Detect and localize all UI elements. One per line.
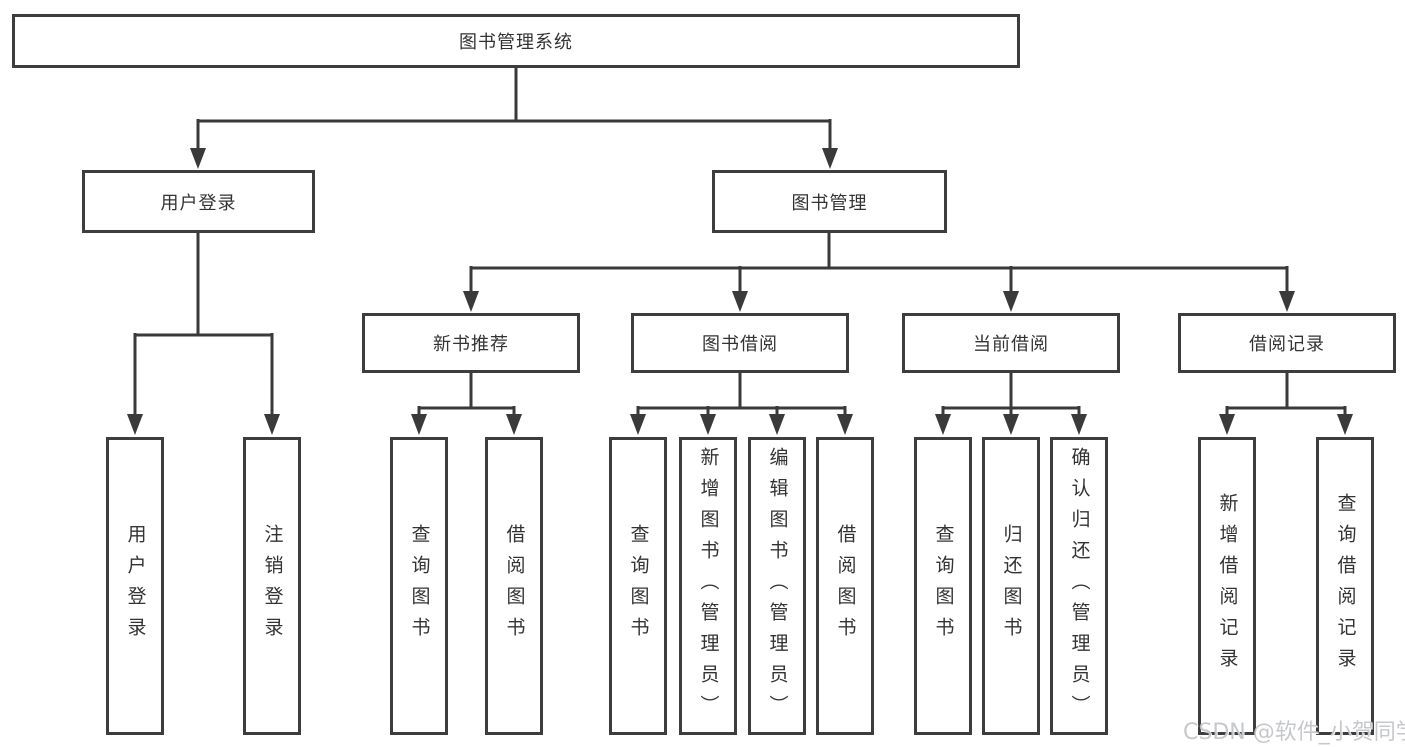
leaf-borrow-query-book-label: 查询图书 xyxy=(627,524,650,648)
leaf-recommend-query-book-label: 查询图书 xyxy=(408,524,431,648)
leaf-recommend-borrow-book: 借阅图书 xyxy=(485,437,543,735)
node-user-login-label: 用户登录 xyxy=(160,192,237,214)
node-current-borrow-label: 当前借阅 xyxy=(973,334,1049,355)
leaf-records-query-record-label: 查询借阅记录 xyxy=(1334,493,1357,679)
leaf-recommend-borrow-book-label: 借阅图书 xyxy=(503,524,526,648)
leaf-borrow-edit-book-label: 编辑图书（管理员） xyxy=(766,446,789,726)
node-user-login: 用户登录 xyxy=(82,170,315,233)
leaf-borrow-borrow-book: 借阅图书 xyxy=(816,437,874,735)
leaf-borrow-edit-book: 编辑图书（管理员） xyxy=(748,437,806,735)
leaf-logout: 注销登录 xyxy=(243,437,301,735)
node-book-management-label: 图书管理 xyxy=(791,192,868,214)
leaf-current-query-book-label: 查询图书 xyxy=(932,524,955,648)
node-new-book-recommend-label: 新书推荐 xyxy=(433,334,509,355)
node-borrow-records-label: 借阅记录 xyxy=(1249,334,1325,355)
leaf-borrow-add-book: 新增图书（管理员） xyxy=(679,437,737,735)
leaf-logout-label: 注销登录 xyxy=(261,524,284,648)
leaf-user-login: 用户登录 xyxy=(106,437,164,735)
node-new-book-recommend: 新书推荐 xyxy=(362,313,580,373)
leaf-current-return-book: 归还图书 xyxy=(982,437,1040,735)
node-book-borrow-label: 图书借阅 xyxy=(702,334,778,355)
node-current-borrow: 当前借阅 xyxy=(902,313,1120,373)
leaf-records-add-record-label: 新增借阅记录 xyxy=(1216,493,1239,679)
leaf-borrow-query-book: 查询图书 xyxy=(609,437,667,735)
csdn-watermark: CSDN @软件_小贺同学 xyxy=(1183,720,1405,745)
leaf-records-add-record: 新增借阅记录 xyxy=(1198,437,1256,735)
leaf-current-query-book: 查询图书 xyxy=(914,437,972,735)
leaf-records-query-record: 查询借阅记录 xyxy=(1316,437,1374,735)
node-book-borrow: 图书借阅 xyxy=(631,313,849,373)
leaf-current-confirm-return-label: 确认归还（管理员） xyxy=(1068,446,1091,726)
leaf-recommend-query-book: 查询图书 xyxy=(390,437,448,735)
node-borrow-records: 借阅记录 xyxy=(1178,313,1396,373)
node-book-management: 图书管理 xyxy=(712,170,947,233)
leaf-current-confirm-return: 确认归还（管理员） xyxy=(1050,437,1108,735)
leaf-borrow-add-book-label: 新增图书（管理员） xyxy=(697,446,720,726)
node-root-label: 图书管理系统 xyxy=(459,32,573,53)
leaf-current-return-book-label: 归还图书 xyxy=(1000,524,1023,648)
leaf-borrow-borrow-book-label: 借阅图书 xyxy=(834,524,857,648)
node-root: 图书管理系统 xyxy=(12,14,1020,68)
leaf-user-login-label: 用户登录 xyxy=(124,524,147,648)
